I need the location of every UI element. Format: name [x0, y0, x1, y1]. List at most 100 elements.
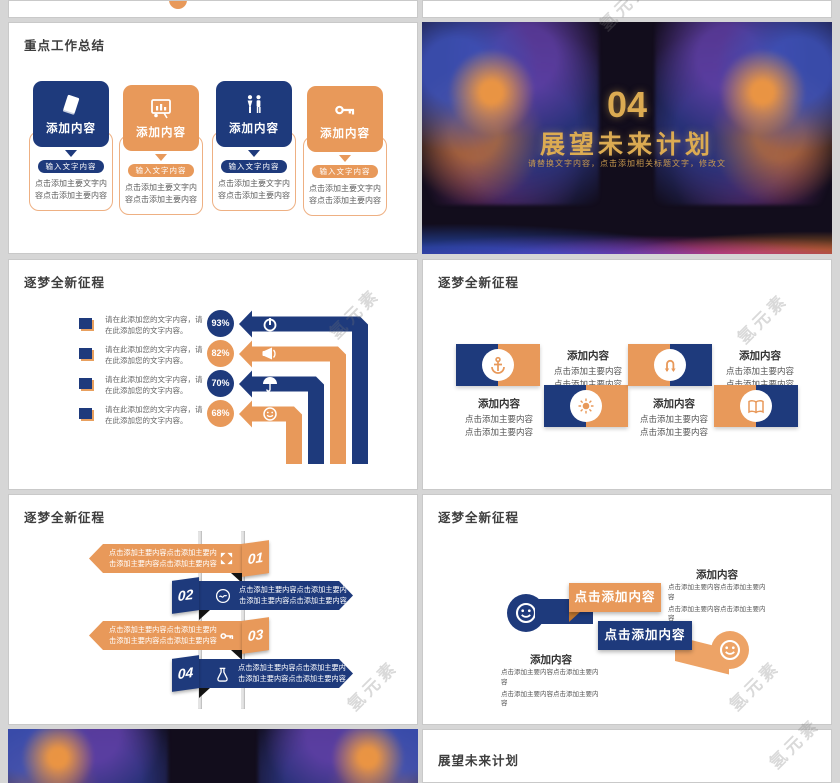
power-icon — [263, 318, 277, 332]
key-icon — [333, 98, 357, 122]
open-book-icon — [740, 390, 772, 422]
block-line: 点击添加主要内容 — [639, 414, 708, 424]
slide-thumb-partial-dark[interactable] — [8, 729, 418, 783]
banner-number-tag: 03 — [242, 617, 269, 654]
s-curve-icon — [215, 588, 231, 604]
bullet-square — [79, 348, 92, 359]
list-item: 请在此添加您的文字内容，请在此添加您的文字内容。 — [105, 405, 203, 426]
block-text-3: 添加内容 点击添加主要内容 点击添加主要内容 — [720, 348, 800, 391]
summary-card-1: 添加内容 输入文字内容 点击添加主要文字内容点击添加主要内容 — [29, 81, 113, 211]
flower-decoration-left — [8, 729, 168, 783]
slide-thumb-zigzag-blocks[interactable]: 逐梦全新征程 添加内容 点击添加主要内容 点击添加主要内容 添加内容 点击添加主… — [422, 259, 832, 490]
block-line: 点击添加主要内容 — [464, 427, 533, 438]
card-body: 添加内容 — [307, 86, 383, 152]
banner-number-tag: 04 — [172, 655, 199, 692]
block-heading: 添加内容 — [530, 654, 572, 666]
block-heading: 添加内容 — [567, 350, 609, 362]
slide-thumb-partial-top-left[interactable] — [8, 0, 418, 18]
book-icon — [59, 93, 83, 117]
block-line: 点击添加主要内容 — [553, 366, 622, 376]
banner-number-tag: 02 — [172, 577, 199, 614]
banner-text: 点击添加主要内容点击添加主要内击添加主要内容点击添加主要内容 — [109, 548, 217, 568]
cta-banner-left: 点击添加内容 — [569, 583, 661, 612]
pole-decoration — [198, 531, 202, 709]
card-body: 添加内容 — [123, 85, 199, 151]
umbrella-icon — [263, 377, 277, 392]
card-text: 点击添加主要文字内容点击添加主要内容 — [125, 183, 197, 204]
pointer-triangle — [248, 150, 260, 157]
block-line: 点击添加主要内容 — [725, 366, 794, 376]
block-text-4: 添加内容 点击添加主要内容 点击添加主要内容 — [634, 396, 714, 439]
list-item: 请在此添加您的文字内容，请在此添加您的文字内容。 — [105, 315, 203, 336]
flower-decoration-right — [258, 729, 418, 783]
wave-decoration — [422, 159, 832, 254]
bullet-square — [79, 408, 92, 419]
megaphone-icon — [262, 347, 276, 360]
expand-arrows-icon — [219, 551, 234, 566]
list-item: 请在此添加您的文字内容，请在此添加您的文字内容。 — [105, 345, 203, 366]
block-paragraph: 点击添加主要内容点击添加主要内容 — [668, 584, 766, 601]
block-2 — [544, 385, 628, 427]
ribbon-text-bottom: 添加内容 点击添加主要内容点击添加主要内容 点击添加主要内容点击添加主要内容 — [501, 652, 601, 711]
banner-04: 点击添加主要内容点击添加主要内击添加主要内容点击添加主要内容 — [199, 659, 353, 688]
banner-02: 点击添加主要内容点击添加主要内击添加主要内容点击添加主要内容 — [199, 581, 353, 610]
bullet-square — [79, 378, 92, 389]
card-body: 添加内容 — [33, 81, 109, 147]
percent-badge: 93% — [207, 310, 234, 337]
block-4 — [714, 385, 798, 427]
pointer-triangle — [339, 155, 351, 162]
ribbon-text-top: 添加内容 点击添加主要内容点击添加主要内容 点击添加主要内容点击添加主要内容 — [668, 567, 766, 626]
input-pill: 输入文字内容 — [38, 160, 104, 173]
slide-title: 逐梦全新征程 — [24, 276, 106, 290]
block-paragraph: 点击添加主要内容点击添加主要内容 — [501, 669, 599, 686]
block-line: 点击添加主要内容 — [548, 378, 628, 391]
slide-thumb-arrow-stats[interactable]: 逐梦全新征程 请在此添加您的文字内容，请在此添加您的文字内容。 请在此添加您的文… — [8, 259, 418, 490]
banner-number-tag: 01 — [242, 540, 269, 577]
pointer-triangle — [65, 150, 77, 157]
block-3 — [628, 344, 712, 386]
block-heading: 添加内容 — [478, 398, 520, 410]
slide-title: 重点工作总结 — [24, 39, 106, 53]
anchor-icon — [482, 349, 514, 381]
list-item: 请在此添加您的文字内容，请在此添加您的文字内容。 — [105, 375, 203, 396]
restroom-icon — [242, 93, 266, 117]
ribbon-fold — [231, 650, 242, 660]
summary-card-4: 添加内容 输入文字内容 点击添加主要文字内容点击添加主要内容 — [303, 86, 387, 216]
percent-badge: 70% — [207, 370, 234, 397]
slide-title: 逐梦全新征程 — [438, 276, 520, 290]
ribbon-fold — [199, 610, 210, 620]
slide-thumb-partial-top-right[interactable] — [422, 0, 832, 18]
input-pill: 输入文字内容 — [128, 164, 194, 177]
percent-badge: 82% — [207, 340, 234, 367]
slide-thumb-ribbon-smiley[interactable]: 逐梦全新征程 添加内容 点击添加主要内容点击添加主要内容 点击添加主要内容点击添… — [422, 494, 832, 725]
block-text-2: 添加内容 点击添加主要内容 点击添加主要内容 — [458, 396, 540, 439]
slide-thumb-numbered-banners[interactable]: 逐梦全新征程 点击添加主要内容点击添加主要内击添加主要内容点击添加主要内容 01… — [8, 494, 418, 725]
chapter-subtitle: 请替换文字内容，点击添加相关标题文字，修改文 — [528, 159, 726, 168]
smiley-icon — [263, 407, 277, 421]
decor-circle — [169, 1, 187, 9]
input-pill: 输入文字内容 — [221, 160, 287, 173]
block-line: 点击添加主要内容 — [464, 414, 533, 424]
input-pill: 输入文字内容 — [312, 165, 378, 178]
ribbon-fold — [199, 688, 210, 698]
banner-text: 点击添加主要内容点击添加主要内击添加主要内容点击添加主要内容 — [109, 625, 217, 645]
smiley-icon — [711, 631, 749, 669]
block-text-1: 添加内容 点击添加主要内容 点击添加主要内容 — [548, 348, 628, 391]
banner-text: 点击添加主要内容点击添加主要内击添加主要内容点击添加主要内容 — [239, 585, 347, 605]
slide-thumb-work-summary[interactable]: 重点工作总结 添加内容 输入文字内容 点击添加主要文字内容点击添加主要内容 添加… — [8, 22, 418, 254]
chapter-title: 展望未来计划 — [539, 131, 714, 159]
card-label: 添加内容 — [136, 126, 186, 139]
nested-bent-arrows — [239, 310, 368, 464]
block-heading: 添加内容 — [653, 398, 695, 410]
slide-thumb-chapter-04[interactable]: 04 展望未来计划 请替换文字内容，点击添加相关标题文字，修改文 — [422, 22, 832, 254]
flask-icon — [215, 666, 230, 682]
pointer-triangle — [155, 154, 167, 161]
slide-thumb-partial-future[interactable]: 展望未来计划 — [422, 729, 832, 783]
card-text: 点击添加主要文字内容点击添加主要内容 — [218, 179, 290, 200]
card-label: 添加内容 — [229, 122, 279, 135]
card-body: 添加内容 — [216, 81, 292, 147]
sun-icon — [570, 390, 602, 422]
slide-title: 展望未来计划 — [438, 754, 520, 768]
block-1 — [456, 344, 540, 386]
summary-card-3: 添加内容 输入文字内容 点击添加主要文字内容点击添加主要内容 — [212, 81, 296, 211]
